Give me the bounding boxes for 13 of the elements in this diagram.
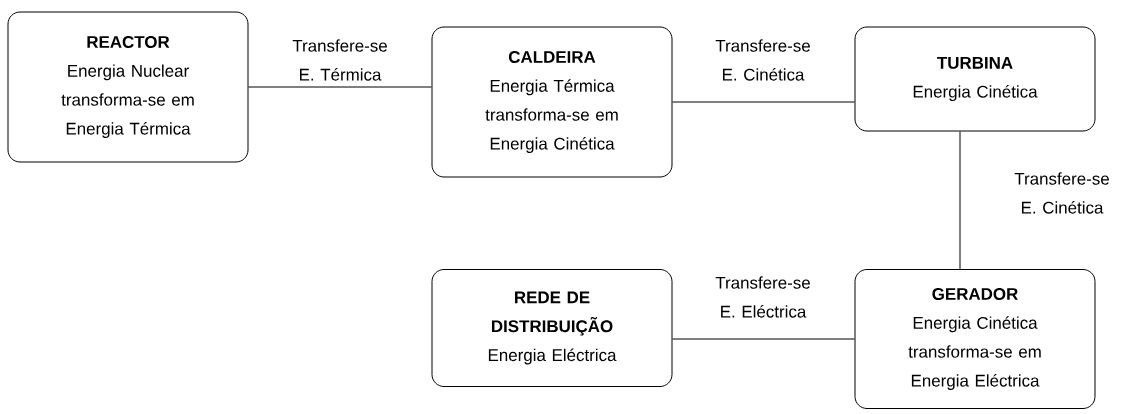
process-box: GERADOR Energia Cinética transforma-se em Energia Eléctrica [854, 269, 1096, 409]
connector-line [672, 338, 855, 340]
edge-label: Transfere-se E. Eléctrica [699, 275, 827, 319]
edge-label: Transfere-se E. Cinética [699, 38, 827, 82]
connector-line [959, 131, 961, 270]
edge-label: Transfere-se E. Térmica [276, 38, 404, 82]
process-box: TURBINA Energia Cinética [854, 26, 1096, 132]
connector-line [672, 101, 855, 103]
process-box: CALDEIRA Energia Térmica transforma-se em Energia Cinética [431, 26, 673, 178]
connector-line [248, 86, 432, 88]
edge-label: Transfere-se E. Cinética [998, 171, 1126, 215]
process-box: REACTOR Energia Nuclear transforma-se em Energia Térmica [7, 11, 249, 163]
process-box: REDE DE DISTRIBUIÇÃO Energia Eléctrica [431, 269, 673, 387]
